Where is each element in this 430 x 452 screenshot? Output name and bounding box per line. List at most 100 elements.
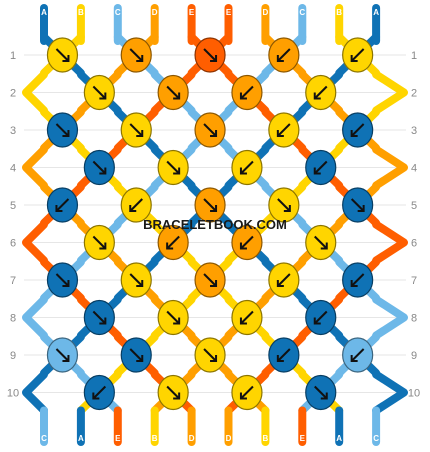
knot (305, 224, 337, 261)
arrow-down-right-icon (129, 348, 144, 362)
row-number-right: 9 (411, 350, 417, 362)
knot (268, 112, 300, 148)
knot (194, 37, 226, 73)
arrow-down-right-icon (166, 160, 181, 175)
top-thread-label: A (373, 8, 379, 17)
knot (120, 112, 152, 148)
row-number-left: 9 (10, 350, 16, 362)
arrow-down-right-icon (203, 273, 218, 287)
row-number-left: 4 (10, 163, 16, 175)
thread-segment (372, 220, 408, 265)
knot (268, 337, 300, 373)
knot (194, 337, 226, 373)
knot (157, 224, 189, 261)
knot (231, 374, 263, 411)
knot (120, 337, 152, 373)
top-thread-label: B (336, 8, 342, 17)
arrow-down-left-icon (239, 85, 254, 100)
knot (268, 262, 300, 298)
knot (342, 112, 374, 148)
arrow-down-right-icon (55, 348, 70, 362)
top-thread-label: D (263, 8, 269, 17)
watermark: BRACELETBOOK.COM (143, 217, 287, 232)
knot (342, 337, 374, 373)
row-number-right: 7 (411, 275, 417, 287)
bottom-thread-label: A (336, 434, 342, 443)
arrow-down-left-icon (276, 48, 291, 62)
arrow-down-left-icon (276, 273, 291, 287)
knot (305, 149, 337, 186)
knot (305, 74, 337, 111)
knot (120, 262, 152, 298)
arrow-down-left-icon (313, 310, 328, 325)
knot (194, 262, 226, 298)
arrow-down-left-icon (55, 198, 70, 212)
arrow-down-left-icon (350, 273, 365, 287)
bottom-thread-label: C (41, 434, 47, 443)
arrow-down-left-icon (276, 123, 291, 137)
knot (157, 299, 189, 336)
bottom-thread-label: A (78, 434, 84, 443)
thread-segment (22, 220, 48, 265)
thread-segment (22, 295, 48, 340)
row-number-right: 2 (411, 88, 417, 100)
bottom-thread-label: D (189, 434, 195, 443)
knot (83, 74, 115, 111)
thread-segment (372, 70, 408, 115)
arrow-down-right-icon (129, 123, 144, 137)
row-number-left: 3 (10, 125, 16, 137)
row-number-left: 6 (10, 238, 16, 250)
knot (342, 262, 374, 298)
arrow-down-right-icon (350, 198, 365, 212)
row-number-right: 8 (411, 313, 417, 325)
thread-segment (372, 370, 408, 415)
row-number-right: 1 (411, 50, 417, 62)
top-thread-label: E (226, 8, 232, 17)
bottom-thread-label: E (115, 434, 121, 443)
arrow-down-left-icon (276, 348, 291, 362)
arrow-down-left-icon (239, 385, 254, 400)
arrow-down-left-icon (350, 48, 365, 62)
arrow-down-right-icon (129, 273, 144, 287)
arrow-down-right-icon (203, 198, 218, 212)
knot (231, 224, 263, 261)
arrow-down-right-icon (166, 385, 181, 400)
arrow-down-right-icon (55, 123, 70, 137)
row-number-right: 5 (411, 200, 417, 212)
arrow-down-left-icon (92, 385, 107, 400)
knot (83, 299, 115, 336)
row-number-right: 6 (411, 238, 417, 250)
arrow-down-left-icon (239, 235, 254, 250)
row-number-right: 4 (411, 163, 417, 175)
knot (46, 262, 79, 298)
arrow-down-right-icon (203, 348, 218, 362)
arrow-down-right-icon (277, 198, 291, 212)
knot (342, 187, 374, 223)
top-thread-label: E (189, 8, 195, 17)
knot (157, 374, 189, 411)
thread-segment (372, 295, 408, 340)
arrow-down-right-icon (92, 160, 107, 175)
thread-segment (22, 145, 48, 190)
knot (157, 74, 189, 111)
thread-segment (22, 70, 48, 115)
row-number-left: 5 (10, 200, 16, 212)
top-thread-label: C (299, 8, 305, 17)
knot (83, 224, 115, 261)
row-number-left: 8 (10, 313, 16, 325)
knot (305, 299, 337, 336)
arrow-down-left-icon (239, 310, 254, 325)
arrow-down-right-icon (166, 85, 181, 100)
bottom-thread-label: C (373, 434, 379, 443)
arrow-down-right-icon (314, 385, 328, 400)
knot (194, 187, 226, 223)
arrow-down-left-icon (313, 160, 328, 175)
knot (83, 374, 115, 411)
top-thread-label: A (41, 8, 47, 17)
bottom-thread-label: B (263, 434, 269, 443)
bottom-thread-label: D (226, 434, 232, 443)
row-number-left: 7 (10, 275, 16, 287)
knot (268, 37, 300, 73)
arrow-down-right-icon (55, 48, 70, 62)
